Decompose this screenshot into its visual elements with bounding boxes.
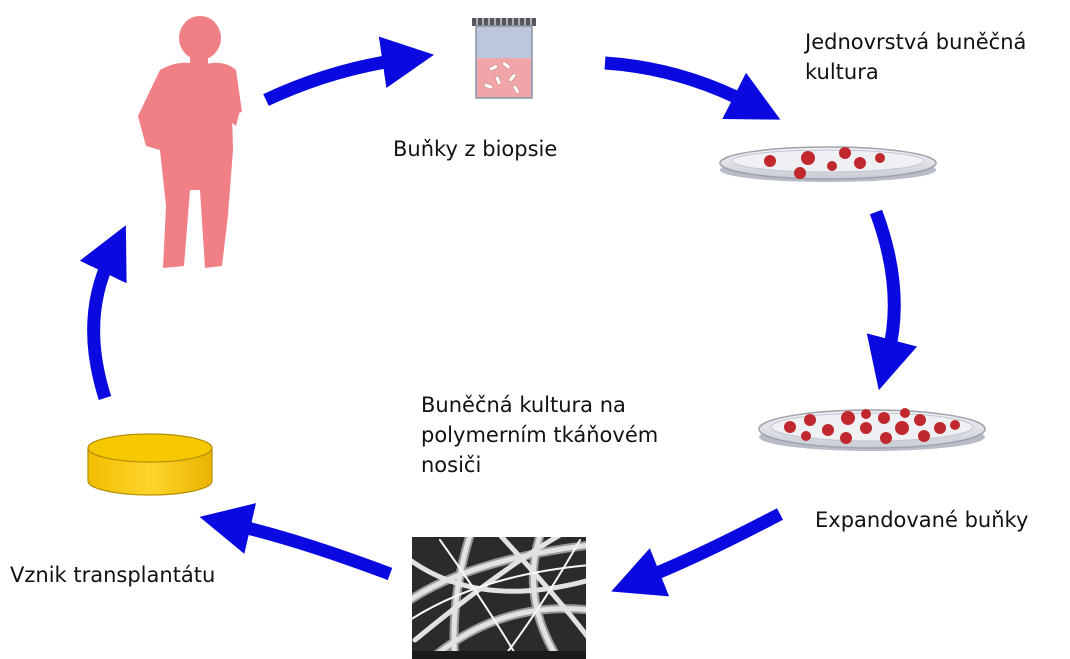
cycle-arrow-icon [235, 525, 390, 574]
scaffold-micrograph-icon [410, 535, 590, 659]
petri-dish-expanded-icon [759, 408, 985, 451]
transplant-label: Vznik transplantátu [10, 560, 215, 590]
monolayer-label: Jednovrstvá buněčná kultura [805, 27, 1026, 87]
cycle-arrow-icon [94, 258, 110, 398]
cycle-arrow-icon [605, 63, 748, 103]
cycle-arrow-icon [645, 514, 780, 578]
cycle-arrow-icon [266, 60, 398, 100]
petri-dish-monolayer-icon [720, 147, 936, 182]
patient-silhouette-icon [138, 16, 242, 268]
implant-cylinder-icon [88, 434, 212, 495]
cycle-arrow-icon [876, 212, 894, 355]
biopsy-label: Buňky z biopsie [393, 134, 557, 164]
biopsy-vial-icon [472, 18, 536, 98]
expanded-cells-label: Expandované buňky [815, 505, 1028, 535]
scaffold-culture-label: Buněčná kultura na polymerním tkáňovém n… [421, 390, 658, 480]
